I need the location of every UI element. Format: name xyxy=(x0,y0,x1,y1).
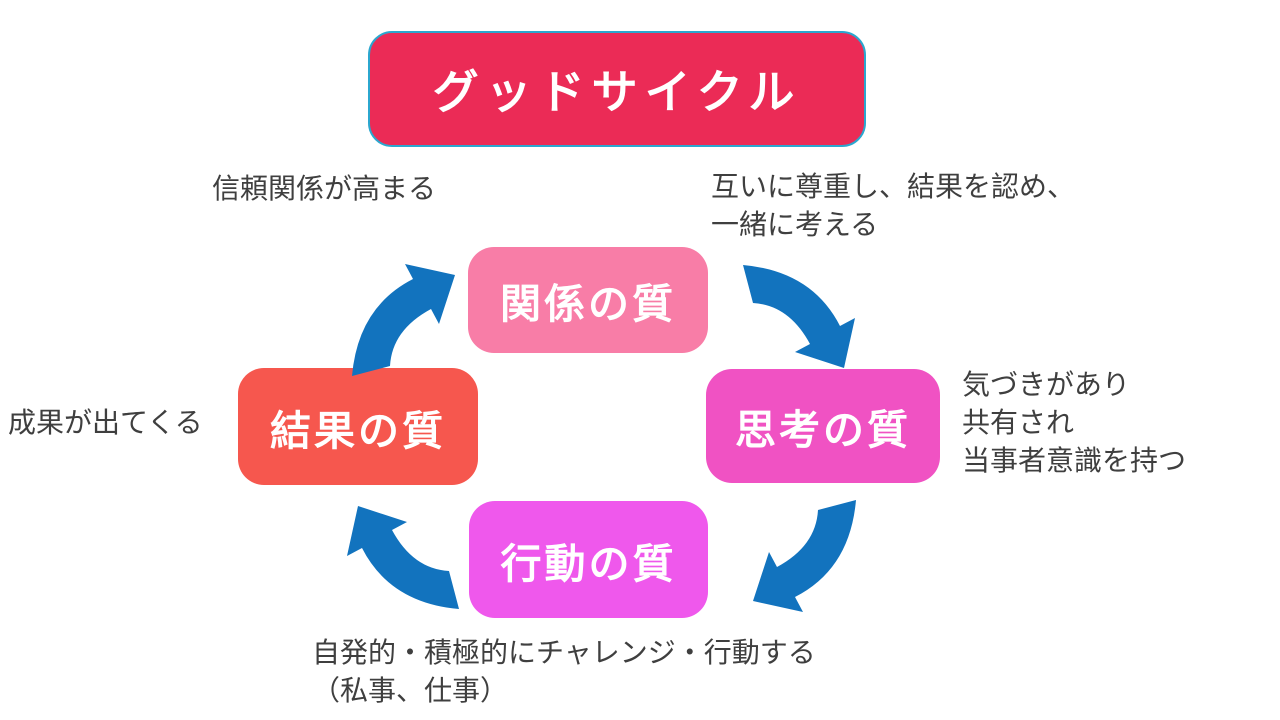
node-relationship-quality-label: 関係の質 xyxy=(500,281,676,327)
annotation-mutual-respect: 互いに尊重し、結果を認め、 一緒に考える xyxy=(711,171,1076,241)
arrow-result-to-relationship-icon xyxy=(352,264,455,376)
node-action-quality: 行動の質 xyxy=(469,501,708,618)
node-result-quality: 結果の質 xyxy=(238,368,478,485)
annotation-results-emerge: 成果が出てくる xyxy=(8,407,203,438)
annotation-trust-grows: 信頼関係が高まる xyxy=(212,173,437,204)
curved-arrow-shape xyxy=(743,265,855,368)
node-action-quality-label: 行動の質 xyxy=(500,540,677,587)
node-result-quality-label: 結果の質 xyxy=(270,407,446,454)
node-thinking-quality: 思考の質 xyxy=(706,369,940,483)
annotation-proactive-action: 自発的・積極的にチャレンジ・行動する （私事、仕事） xyxy=(312,637,816,707)
curved-arrow-shape xyxy=(753,500,856,612)
arrow-thinking-to-action-icon xyxy=(753,500,856,612)
arrow-action-to-result-icon xyxy=(347,506,459,609)
curved-arrow-shape xyxy=(347,506,459,609)
diagram-title: グッドサイクル xyxy=(432,66,802,118)
title-box: グッドサイクル xyxy=(368,31,866,147)
annotation-awareness-ownership: 気づきがあり 共有され 当事者意識を持つ xyxy=(962,369,1187,477)
arrow-relationship-to-thinking-icon xyxy=(743,265,855,368)
node-relationship-quality: 関係の質 xyxy=(468,247,708,353)
node-thinking-quality-label: 思考の質 xyxy=(735,407,911,453)
curved-arrow-shape xyxy=(352,264,455,376)
